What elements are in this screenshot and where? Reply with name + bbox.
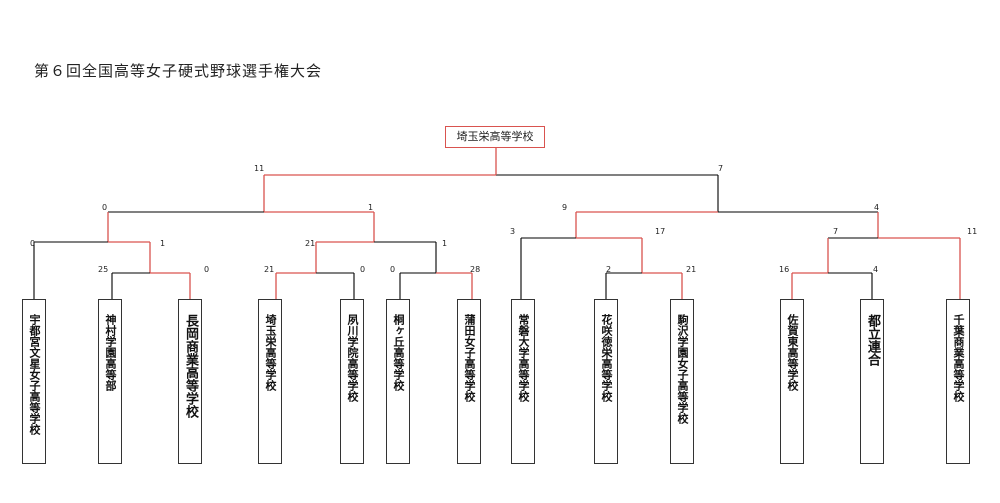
score-qf3-left: 3: [510, 227, 516, 236]
team-box-4: 埼玉栄高等学校: [258, 299, 282, 464]
score-sf2-right: 4: [874, 203, 880, 212]
team-name: 桐ヶ丘高等学校: [392, 314, 405, 391]
score-qf2-left: 21: [305, 239, 316, 248]
team-name: 宇都宮文星女子高等学校: [28, 314, 41, 435]
score-r1-1-left: 25: [98, 265, 109, 274]
team-name: 常磐大学高等学校: [517, 314, 530, 402]
team-box-13: 千葉商業高等学校: [946, 299, 970, 464]
team-box-3: 長岡商業高等学校: [178, 299, 202, 464]
score-r1-5-right: 4: [873, 265, 879, 274]
score-qf1-left: 0: [30, 239, 36, 248]
score-sf2-left: 9: [562, 203, 568, 212]
score-r1-5-left: 16: [779, 265, 790, 274]
score-r1-3-right: 28: [470, 265, 481, 274]
score-sf1-right: 1: [368, 203, 374, 212]
score-r1-3-left: 0: [390, 265, 396, 274]
champion-box: 埼玉栄高等学校: [445, 126, 545, 148]
team-box-6: 桐ヶ丘高等学校: [386, 299, 410, 464]
team-box-2: 神村学園高等部: [98, 299, 122, 464]
team-name: 長岡商業高等学校: [183, 314, 198, 418]
team-name: 都立連合: [865, 314, 880, 366]
score-qf4-right: 11: [967, 227, 978, 236]
team-name: 夙川学院高等学校: [346, 314, 359, 402]
team-box-8: 常磐大学高等学校: [511, 299, 535, 464]
score-r1-4-right: 21: [686, 265, 697, 274]
team-name: 駒沢学園女子高等学校: [676, 314, 689, 424]
score-r1-2-right: 0: [360, 265, 366, 274]
score-final-left: 11: [254, 164, 265, 173]
score-r1-4-left: 2: [606, 265, 612, 274]
team-box-12: 都立連合: [860, 299, 884, 464]
team-box-10: 駒沢学園女子高等学校: [670, 299, 694, 464]
score-r1-1-right: 0: [204, 265, 210, 274]
score-qf2-right: 1: [442, 239, 448, 248]
score-qf1-right: 1: [160, 239, 166, 248]
team-box-9: 花咲徳栄高等学校: [594, 299, 618, 464]
team-name: 花咲徳栄高等学校: [600, 314, 613, 402]
team-name: 埼玉栄高等学校: [264, 314, 277, 391]
team-box-1: 宇都宮文星女子高等学校: [22, 299, 46, 464]
score-sf1-left: 0: [102, 203, 108, 212]
tournament-title: 第６回全国高等女子硬式野球選手権大会: [34, 62, 323, 80]
score-r1-2-left: 21: [264, 265, 275, 274]
team-name: 千葉商業高等学校: [952, 314, 965, 402]
team-box-11: 佐賀東高等学校: [780, 299, 804, 464]
team-name: 佐賀東高等学校: [786, 314, 799, 391]
team-name: 神村学園高等部: [104, 314, 117, 391]
score-qf3-right: 17: [655, 227, 666, 236]
team-name: 蒲田女子高等学校: [463, 314, 476, 402]
score-final-right: 7: [718, 164, 724, 173]
team-box-5: 夙川学院高等学校: [340, 299, 364, 464]
score-qf4-left: 7: [833, 227, 839, 236]
team-box-7: 蒲田女子高等学校: [457, 299, 481, 464]
